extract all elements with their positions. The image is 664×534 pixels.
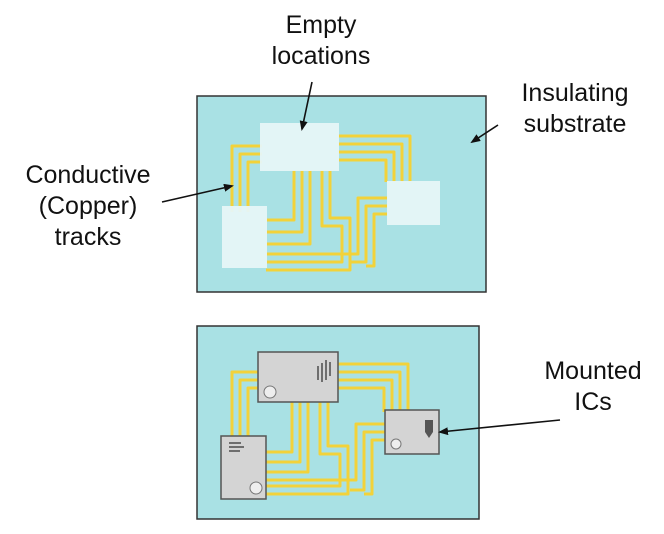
label-line: locations bbox=[271, 42, 371, 70]
copper-track bbox=[238, 378, 260, 438]
copper-track bbox=[337, 386, 386, 412]
copper-track bbox=[246, 160, 262, 212]
callout-arrows bbox=[161, 81, 561, 436]
label-mounted-ics: Mounted ICs bbox=[528, 356, 658, 418]
label-line: Empty bbox=[285, 11, 357, 39]
arrow-insulating-substrate bbox=[470, 124, 499, 144]
copper-track bbox=[266, 196, 388, 256]
copper-track bbox=[246, 386, 260, 438]
arrow-empty-locations bbox=[299, 81, 313, 131]
copper-track bbox=[264, 402, 310, 474]
arrow-mounted-ics bbox=[438, 419, 561, 436]
copper-tracks-populated bbox=[230, 362, 410, 496]
empty-location-top bbox=[260, 123, 339, 171]
copper-track bbox=[338, 134, 412, 182]
copper-track bbox=[364, 438, 386, 496]
label-line: Insulating bbox=[521, 79, 629, 107]
copper-track bbox=[337, 370, 402, 412]
mounted-ic-right bbox=[384, 409, 440, 455]
pin1-dot-icon bbox=[263, 385, 277, 399]
pin1-dot-icon bbox=[390, 438, 402, 450]
copper-track bbox=[230, 370, 260, 438]
copper-track bbox=[350, 204, 388, 264]
ic-marking-icon bbox=[425, 420, 433, 438]
empty-location-left bbox=[222, 206, 267, 268]
ic-marking-icon bbox=[229, 442, 244, 452]
pin1-dot-icon bbox=[249, 481, 263, 495]
bare-pcb-board bbox=[196, 95, 487, 293]
ic-marking-icon bbox=[317, 360, 331, 382]
copper-track bbox=[338, 158, 388, 182]
arrow-conductive-tracks bbox=[161, 183, 234, 203]
empty-location-right bbox=[387, 181, 440, 225]
populated-pcb-board bbox=[196, 325, 480, 520]
label-conductive-tracks: Conductive (Copper) tracks bbox=[8, 160, 168, 253]
label-line: Mounted bbox=[544, 357, 642, 385]
copper-track bbox=[266, 170, 296, 222]
copper-track bbox=[337, 378, 394, 412]
copper-track bbox=[264, 402, 350, 496]
copper-track bbox=[338, 150, 396, 182]
label-line: ICs bbox=[574, 388, 612, 416]
copper-track bbox=[266, 170, 304, 234]
label-line: (Copper) bbox=[38, 192, 138, 220]
copper-track bbox=[264, 402, 294, 454]
copper-track bbox=[266, 170, 312, 246]
copper-track bbox=[266, 170, 344, 264]
label-line: tracks bbox=[54, 223, 122, 251]
copper-track bbox=[264, 402, 302, 464]
label-line: Conductive bbox=[25, 161, 151, 189]
copper-track bbox=[337, 362, 410, 412]
mounted-ic-top bbox=[257, 351, 339, 403]
copper-track bbox=[264, 402, 342, 488]
label-empty-locations: Empty locations bbox=[246, 10, 396, 72]
copper-track bbox=[264, 422, 386, 482]
label-insulating-substrate: Insulating substrate bbox=[496, 78, 654, 140]
mounted-ic-left bbox=[220, 435, 267, 500]
copper-track bbox=[266, 170, 352, 272]
copper-track bbox=[238, 152, 262, 212]
label-line: substrate bbox=[523, 110, 627, 138]
copper-track bbox=[350, 430, 386, 492]
copper-track bbox=[366, 212, 388, 268]
copper-track bbox=[338, 142, 404, 182]
